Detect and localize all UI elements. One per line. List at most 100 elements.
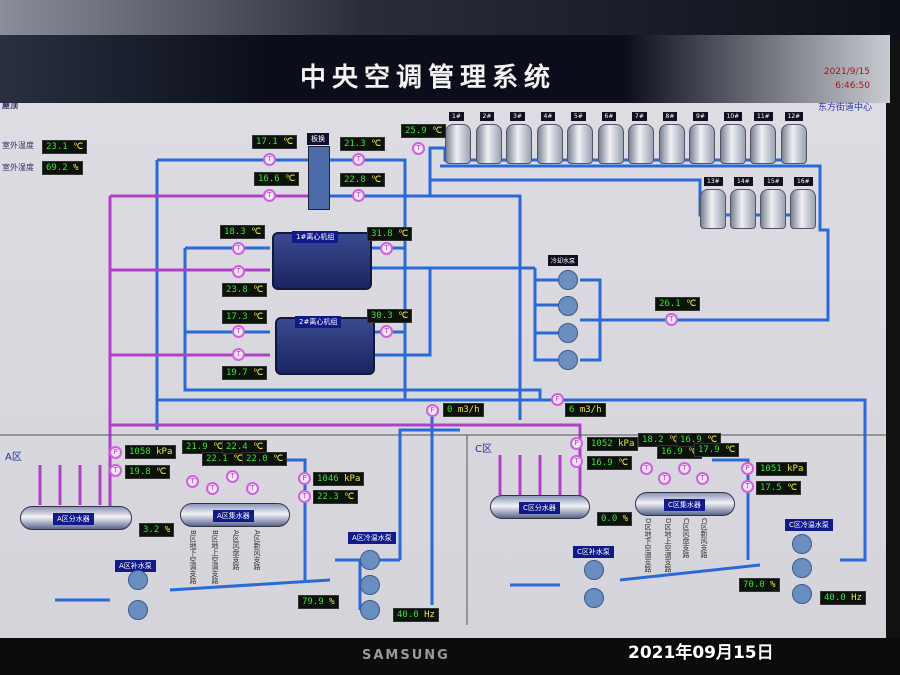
zone-a-supply-header[interactable]: A区分水器 [20,506,132,530]
cooling-tower-3[interactable]: 3# [506,112,532,164]
temperature-sensor-icon[interactable]: T [665,313,678,326]
temperature-sensor-icon[interactable]: T [570,455,583,468]
temperature-sensor-icon[interactable]: T [640,462,653,475]
time: 6:46:50 [835,81,870,91]
cooling-tower-1[interactable]: 1# [445,112,471,164]
pressure-sensor-icon[interactable]: P [741,462,754,475]
temperature-sensor-icon[interactable]: T [186,475,199,488]
cooling-tower-16[interactable]: 16# [790,177,816,229]
cooling-tower-label: 16# [794,177,813,186]
cooling-return-readout: 26.1 ℃ [655,297,701,311]
flow-sensor-icon[interactable]: F [551,393,564,406]
temperature-sensor-icon[interactable]: T [678,462,691,475]
temperature-sensor-icon[interactable]: T [263,189,276,202]
pressure-sensor-icon[interactable]: P [298,472,311,485]
pump-icon[interactable] [360,575,380,595]
cooling-tower-10[interactable]: 10# [719,112,746,164]
pump-icon[interactable] [360,600,380,620]
chiller-2[interactable]: 2#离心机组 [275,316,375,375]
temperature-sensor-icon[interactable]: T [109,464,122,477]
zone-c-return-header[interactable]: C区集水器 [635,492,735,516]
zone-a-supply-pressure-value: 1058 [129,447,151,457]
zone-c-supply-pressure-unit: kPa [618,439,635,449]
plate-t4-readout-unit: ℃ [371,175,382,185]
temperature-sensor-icon[interactable]: T [741,480,754,493]
pump-icon[interactable] [792,584,812,604]
temperature-sensor-icon[interactable]: T [696,472,709,485]
zone-c-bypass-valve-value: 0.0 [601,514,618,524]
zone-a-return-label: A区集水器 [213,510,254,522]
temperature-sensor-icon[interactable]: T [232,242,245,255]
pump-icon[interactable] [558,323,578,343]
cooling-tower-4[interactable]: 4# [536,112,563,164]
cooling-tower-label: 15# [764,177,783,186]
pressure-sensor-icon[interactable]: P [109,446,122,459]
temperature-sensor-icon[interactable]: T [206,482,219,495]
pump-icon[interactable] [558,296,578,316]
temperature-sensor-icon[interactable]: T [263,153,276,166]
pump-icon[interactable] [584,560,604,580]
monitor-bezel [0,638,900,675]
zone-a-label: A区 [5,452,22,463]
pump-icon[interactable] [128,600,148,620]
pump-icon[interactable] [558,270,578,290]
zone-a-branch-3-temp-unit: ℃ [253,442,264,452]
cooling-tower-14[interactable]: 14# [730,177,756,229]
pump-icon[interactable] [584,588,604,608]
zone-a-pump-freq: 40.0 Hz [393,608,439,622]
temperature-sensor-icon[interactable]: T [232,265,245,278]
temperature-sensor-icon[interactable]: T [380,325,393,338]
temperature-sensor-icon[interactable]: T [232,348,245,361]
cooling-tower-13[interactable]: 13# [700,177,726,229]
zone-a-branch-2-temp-value: 22.1 [206,454,228,464]
cooling-tower-15[interactable]: 15# [760,177,786,229]
temperature-sensor-icon[interactable]: T [658,472,671,485]
cooling-tower-7[interactable]: 7# [628,112,654,164]
zone-a-bypass-valve-value: 3.2 [143,525,160,535]
temperature-sensor-icon[interactable]: T [246,482,259,495]
cooling-tower-8[interactable]: 8# [658,112,685,164]
temperature-sensor-icon[interactable]: T [380,242,393,255]
pump-icon[interactable] [360,550,380,570]
temperature-sensor-icon[interactable]: T [226,470,239,483]
pump-icon[interactable] [558,350,578,370]
zone-a-pump-freq-unit: Hz [424,610,435,620]
cooling-tower-11[interactable]: 11# [750,112,776,164]
chiller-2-cond-readout-value: 30.3 [371,311,393,321]
temperature-sensor-icon[interactable]: T [298,490,311,503]
zone-a-return-header[interactable]: A区集水器 [180,503,290,527]
chiller-1[interactable]: 1#离心机组 [272,231,372,290]
temperature-sensor-icon[interactable]: T [352,153,365,166]
zone-a-return-pressure-value: 1046 [317,474,339,484]
temperature-sensor-icon[interactable]: T [352,189,365,202]
pump-icon[interactable] [792,534,812,554]
zone-c-supply-temp: 16.9 ℃ [587,456,633,470]
zone-c-supply-header[interactable]: C区分水器 [490,495,590,519]
chiller-2-label: 2#离心机组 [295,316,342,328]
cooling-tower-5[interactable]: 5# [567,112,593,164]
zone-c-branch-3-temp-unit: ℃ [707,435,718,445]
cooling-tower-9[interactable]: 9# [689,112,715,164]
outdoor-temp-label: 室外温度 [2,141,34,150]
temperature-sensor-icon[interactable]: T [412,142,425,155]
outdoor-humidity-readout: 69.2 % [42,161,83,175]
pump-icon[interactable] [128,570,148,590]
flow-2-readout: 6 m3/h [565,403,606,417]
plate-t1-readout-unit: ℃ [283,137,294,147]
pump-icon[interactable] [792,558,812,578]
zone-c-pump-freq-unit: Hz [851,593,862,603]
cooling-tower-6[interactable]: 6# [597,112,624,164]
flow-sensor-icon[interactable]: F [426,404,439,417]
plate-heat-exchanger[interactable] [308,146,330,210]
zone-c-valve-2-value: 70.0 [743,580,765,590]
chiller-1-cond-readout-value: 31.8 [371,229,393,239]
pressure-sensor-icon[interactable]: P [570,437,583,450]
cooling-tower-12[interactable]: 12# [780,112,807,164]
zone-a-valve-2-unit: % [329,597,335,607]
cooling-tower-2[interactable]: 2# [475,112,502,164]
flow-1-readout: 0 m3/h [443,403,484,417]
plate-t2-readout-value: 16.6 [258,174,280,184]
chiller-2-in-readout-value: 17.3 [226,312,248,322]
temperature-sensor-icon[interactable]: T [232,325,245,338]
